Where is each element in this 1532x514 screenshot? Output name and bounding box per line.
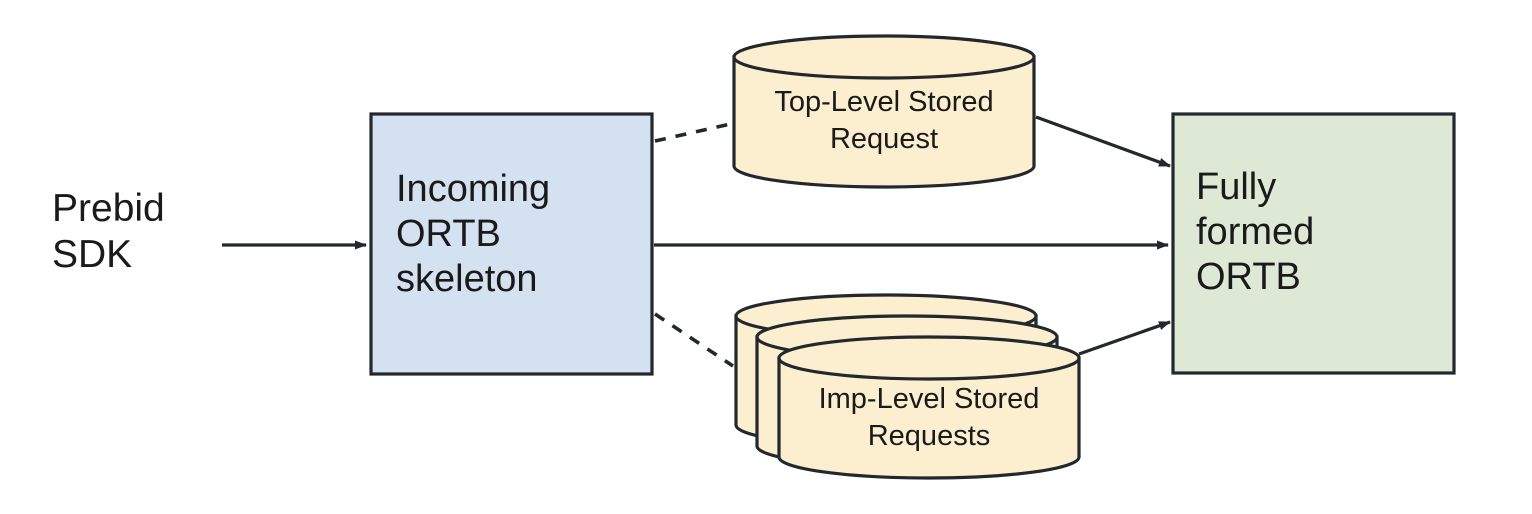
cylinder-front <box>777 335 1081 480</box>
node-imp-level-stored-requests <box>734 293 1081 480</box>
node-incoming-ortb-skeleton <box>369 112 654 376</box>
node-top-level-stored-request <box>732 34 1036 189</box>
edge-skeleton-to-top-stored-request <box>654 121 736 143</box>
edge-skeleton-to-imp-stored-requests <box>654 312 734 368</box>
node-fully-formed-ortb <box>1171 112 1456 375</box>
edge-imp-stored-requests-to-output <box>1078 320 1171 356</box>
edge-top-stored-request-to-output <box>1035 115 1171 168</box>
